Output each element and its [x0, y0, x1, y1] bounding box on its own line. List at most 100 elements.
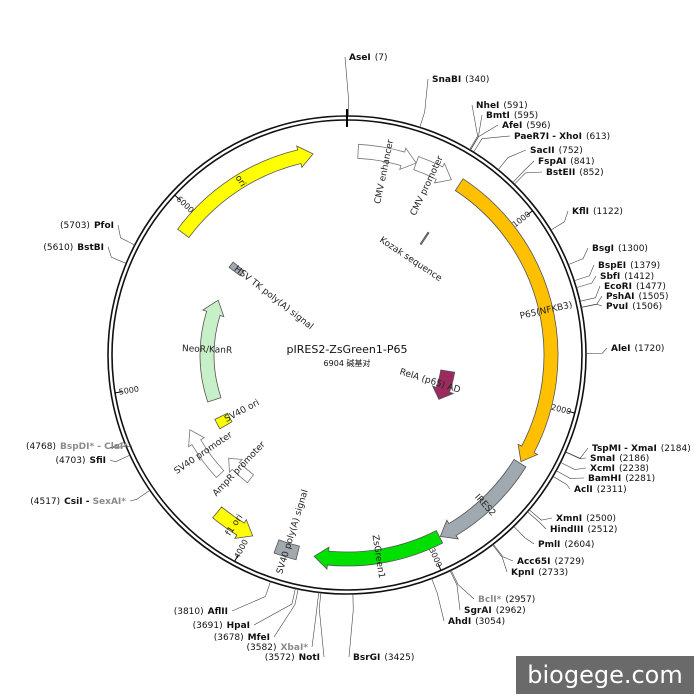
site-label-aflii: (3810)AflII: [174, 607, 228, 617]
site-label-csii-sexai: (4517)CsiI - SexAI*: [30, 497, 126, 507]
watermark: biogege.com: [516, 656, 694, 694]
site-leader-mfei: [273, 588, 299, 638]
site-label-acc65i: Acc65I(2729): [517, 557, 584, 567]
site-label-bspei: BspEI(1379): [598, 261, 660, 271]
tick-mark-3000: [437, 563, 442, 571]
restriction-sites: AseI(7)SnaBI(340)NheI(591)BmtI(595)AfeI(…: [26, 53, 691, 663]
feature-ampr-promoter: [228, 457, 255, 484]
site-label-sfii: (4703)SfiI: [56, 456, 106, 466]
tick-mark-6000: [174, 194, 181, 201]
site-leader-paer7i-xhoi: [473, 135, 511, 153]
site-leader-bmti: [469, 114, 483, 151]
tick-label-2000: 2000: [550, 403, 572, 417]
site-label-sbfi: SbfI(1412): [600, 272, 654, 282]
site-label-paer7i-xhoi: PaeR7I - XhoI(613): [514, 132, 610, 142]
site-label-ecori: EcoRI(1477): [604, 282, 666, 292]
site-leader-tspmi-xmai: [565, 447, 589, 459]
backbone-ring: [107, 109, 587, 595]
site-leader-xcmi: [560, 462, 587, 470]
site-label-kfli: KflI(1122): [572, 207, 623, 217]
site-leader-pvui: [581, 303, 603, 308]
site-label-bsteii: BstEII(852): [546, 168, 604, 178]
site-leader-pfoi: [117, 224, 135, 246]
feature-label-neor-kanr: NeoR/KanR: [182, 344, 233, 356]
site-label-xbai: (3582)XbaI*: [247, 643, 309, 653]
site-label-bmti: BmtI(595): [486, 111, 538, 121]
plasmid-size: 6904 碱基对: [324, 358, 371, 368]
site-leader-ecori: [579, 285, 601, 302]
site-leader-hpai: [253, 588, 296, 626]
site-leader-bamhi: [556, 470, 585, 479]
site-label-acli: AclI(2311): [574, 485, 627, 495]
site-label-sgrai: SgrAI(2962): [464, 606, 526, 616]
site-leader-kfli: [550, 210, 569, 231]
site-label-bsrgi: BsrGI(3425): [353, 653, 414, 663]
tick-label-3000: 3000: [427, 546, 443, 568]
site-leader-acc65i: [492, 543, 514, 562]
feature-sv40-ori: [214, 412, 233, 430]
site-leader-afei: [470, 124, 499, 151]
site-label-alei: AleI(1720): [611, 344, 664, 354]
feature-label-sv40-poly-a-signal: SV40 poly(A) signal: [275, 488, 310, 575]
feature-f1-ori: [212, 506, 254, 539]
site-label-bspdi-clai: (4768)BspDI* - ClaI*: [26, 442, 128, 452]
feature-rela-p65-ad: [431, 369, 456, 400]
site-label-pmli: PmlI(2604): [538, 540, 594, 550]
site-leader-sfii: [109, 454, 131, 463]
site-leader-bspdi-clai: [109, 441, 133, 449]
site-label-fspai: FspAI(841): [538, 157, 594, 167]
site-label-sacii: SacII(752): [530, 146, 583, 156]
site-leader-pmli: [513, 526, 535, 545]
site-label-pvui: PvuI(1506): [606, 302, 662, 312]
site-leader-aflii: [231, 581, 271, 612]
site-leader-fspai: [512, 160, 535, 183]
site-leader-snabi: [419, 78, 429, 128]
site-label-noti: (3572)NotI: [265, 653, 320, 663]
site-leader-xmni: [528, 509, 553, 521]
feature-sv40-promoter: [188, 429, 225, 479]
tick-mark-5000: [114, 391, 123, 394]
plasmid-name: pIRES2-ZsGreen1-P65: [287, 343, 408, 356]
site-leader-kpni: [492, 544, 508, 573]
site-label-hindiii: HindIII(2512): [550, 525, 617, 535]
site-leader-noti: [318, 592, 325, 658]
site-label-bstbi: (5610)BstBI: [43, 243, 104, 253]
site-leader-csii-sexai: [129, 490, 151, 502]
tick-label-4000: 4000: [232, 538, 250, 560]
site-leader-smai: [565, 451, 587, 459]
site-label-asei: AseI(7): [349, 53, 388, 63]
site-leader-ahdi: [431, 578, 445, 622]
site-label-mfei: (3678)MfeI: [214, 633, 270, 643]
feature-ori: [177, 145, 314, 239]
feature-cmv-promoter: [413, 155, 452, 184]
site-leader-asei: [344, 56, 349, 117]
feature-neor-kanr: [199, 299, 225, 403]
site-leader-bsgi: [568, 247, 589, 265]
site-leader-sgrai: [449, 570, 461, 611]
feature-p65-nfkb3: [454, 178, 559, 463]
site-label-xcmi: XcmI(2238): [590, 464, 649, 474]
site-label-smai: SmaI(2186): [590, 454, 649, 464]
site-label-kpni: KpnI(2733): [511, 568, 568, 578]
tick-mark-2000: [567, 410, 575, 414]
site-label-ahdi: AhdI(3054): [448, 617, 505, 627]
tick-mark-1000: [526, 210, 533, 216]
tick-label-5000: 5000: [118, 385, 140, 397]
site-label-hpai: (3691)HpaI: [193, 621, 250, 631]
site-leader-bcli: [450, 570, 475, 600]
feature-ires2: [439, 458, 527, 540]
site-label-nhei: NheI(591): [476, 101, 528, 111]
feature-label-sv40-ori: SV40 ori: [223, 398, 261, 425]
site-leader-sbfi: [576, 275, 597, 288]
site-leader-nhei: [469, 104, 478, 150]
feature-label-hsv-tk-poly-a-signal: HSV TK poly(A) signal: [232, 264, 315, 332]
site-label-bcli: BclI*(2957): [478, 595, 535, 605]
site-label-snabi: SnaBI(340): [432, 75, 489, 85]
feature-cmv-enhancer: [357, 143, 417, 171]
feature-sv40-poly-a-signal: [273, 539, 300, 561]
feature-label-kozak-sequence: Kozak sequence: [377, 235, 443, 284]
feature-hsv-tk-poly-a-signal: [228, 261, 245, 277]
